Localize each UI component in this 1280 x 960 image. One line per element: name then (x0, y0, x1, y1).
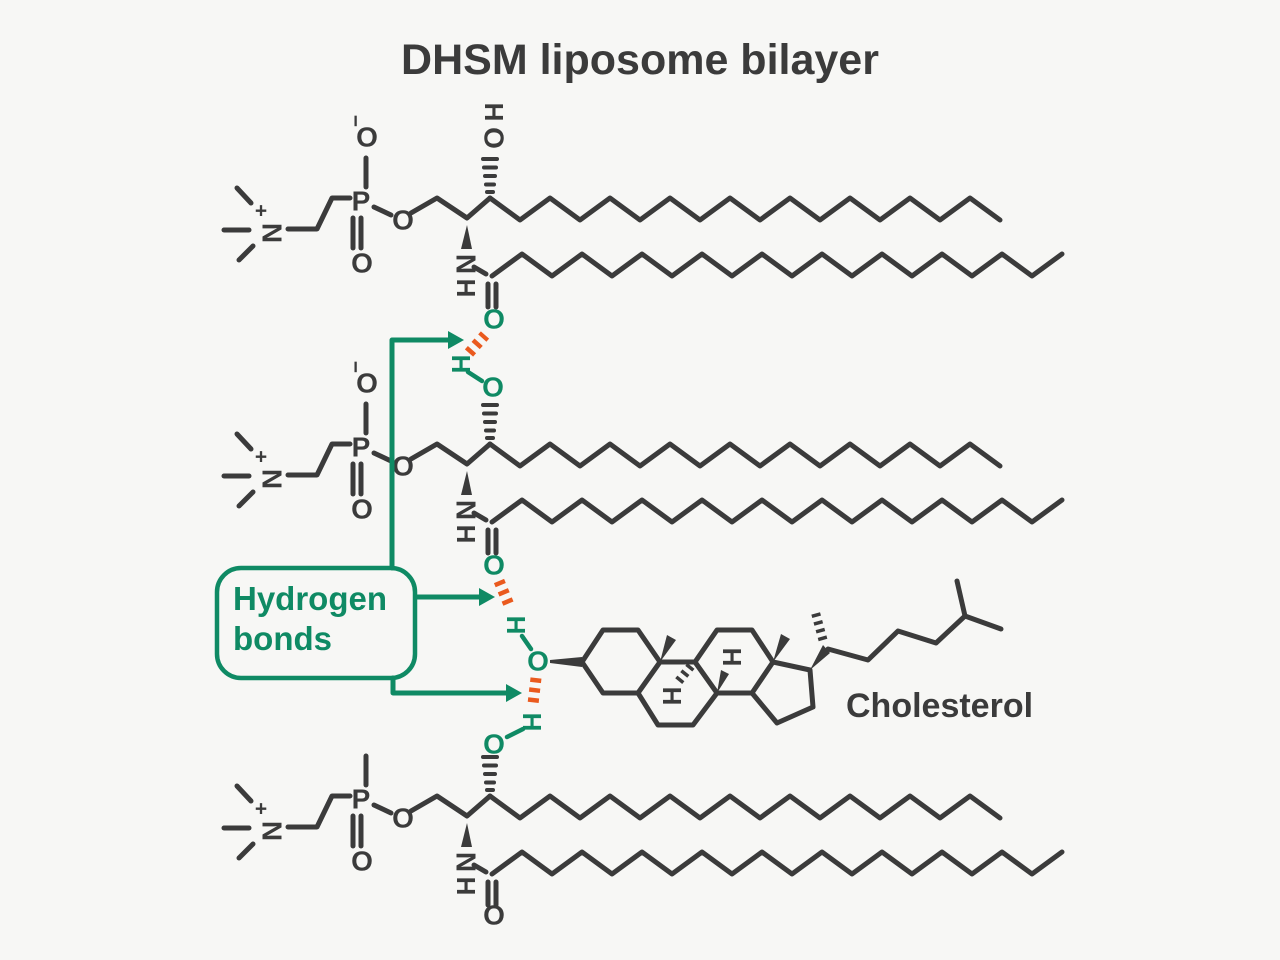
steroid-ring-a (579, 627, 663, 696)
amide-n-c-bond (471, 264, 489, 277)
c17-c20-wedge-bond (810, 645, 830, 670)
backbone-bonds (408, 195, 493, 221)
hydrogen-bonds-label-line2: bonds (233, 620, 332, 657)
amide-h-label: H (451, 279, 481, 298)
cholesterol-label: Cholesterol (846, 687, 1033, 725)
c2-nh-wedge-bond (461, 225, 472, 249)
dhsm-lipid-3 (224, 756, 1062, 905)
sphingoid-chain (487, 195, 1003, 223)
n-plus-charge-label: + (255, 200, 267, 223)
acyl-chain (489, 251, 1065, 279)
c3-o-hash-bond (481, 157, 499, 194)
c21-methyl-hash-bond (810, 609, 828, 642)
o-h-bond (519, 633, 534, 652)
amide-o-label: O (483, 900, 505, 931)
cholesterol-structure: H H (550, 578, 1004, 728)
hydrogen-bonds-label-box (214, 565, 418, 681)
o-h-bond (465, 369, 485, 384)
iso-octyl-chain-branch (962, 613, 1004, 632)
dhsm-lipid-2 (224, 404, 1062, 553)
hbond-h-label: H (446, 355, 476, 374)
ring-h-label: H (657, 687, 687, 706)
c18-methyl-wedge (773, 634, 790, 662)
hydrogen-bonds-callout (214, 331, 522, 702)
steroid-ring-b (635, 659, 720, 728)
steroid-ring-d (749, 659, 816, 726)
hbond-h-label: H (517, 713, 547, 732)
lipid3-extra-labels: O (483, 900, 505, 931)
o-minus-charge-label: − (345, 361, 368, 373)
hydrogen-bonds-label-line1: Hydrogen (233, 580, 387, 617)
c9-h-hash-bond (674, 663, 695, 685)
steroid-ring-c (692, 627, 776, 696)
c19-methyl-wedge (660, 635, 676, 662)
iso-octyl-chain (825, 578, 968, 663)
h-bond-dash-2 (493, 578, 515, 608)
phosphate-o-minus-label: O (356, 122, 378, 153)
arrowhead-icon (448, 331, 464, 349)
choline-bridge-bonds (285, 195, 353, 232)
arrowhead-icon (479, 588, 495, 606)
phosphate-o-minus-label: O (356, 368, 378, 399)
lipid1-extra-labels: H O O − (345, 103, 510, 153)
hbond-acceptor-o-label: O (483, 550, 505, 581)
choline-n-label: N (257, 223, 288, 243)
arrowhead-icon (506, 684, 522, 702)
hydrogen-bonds-label: Hydrogen bonds (233, 580, 387, 657)
hydrogen-bond-network: O H O O H O H O (446, 304, 549, 760)
phosphorus-label: P (352, 186, 371, 217)
ring-h-label: H (717, 648, 747, 667)
hbond-h-label: H (501, 616, 531, 635)
hydroxyl-o-label: O (479, 127, 510, 149)
dhsm-lipid-skeleton: N + P O O N H (221, 155, 1065, 310)
callout-connector-bottom (390, 675, 509, 696)
h-bond-dash-3 (527, 677, 542, 705)
n-methyl-bond (236, 243, 256, 263)
c8-h-wedge-bond (717, 670, 729, 693)
phosphoryl-o-label: O (351, 248, 373, 279)
n-methyl-bond (234, 185, 254, 206)
h-bond-dash-1 (464, 331, 490, 357)
callout-connector-top (389, 337, 451, 571)
hbond-acceptor-o-label: O (483, 304, 505, 335)
lipid2-extra-labels: O − (345, 361, 378, 399)
o-minus-charge-label: − (345, 115, 368, 127)
amide-n-label: N (451, 254, 482, 274)
ester-o-label: O (392, 205, 414, 236)
hbond-donor-o-label: O (482, 372, 504, 403)
cholesterol-o-label: O (527, 646, 549, 677)
o-c3-wedge-bond (550, 657, 582, 667)
hbond-donor-o-label: O (483, 729, 505, 760)
p-ester-o-bond (371, 204, 394, 218)
o-h-bond (504, 726, 526, 740)
page-title: DHSM liposome bilayer (401, 36, 879, 84)
hydroxyl-h-label: H (479, 103, 509, 122)
